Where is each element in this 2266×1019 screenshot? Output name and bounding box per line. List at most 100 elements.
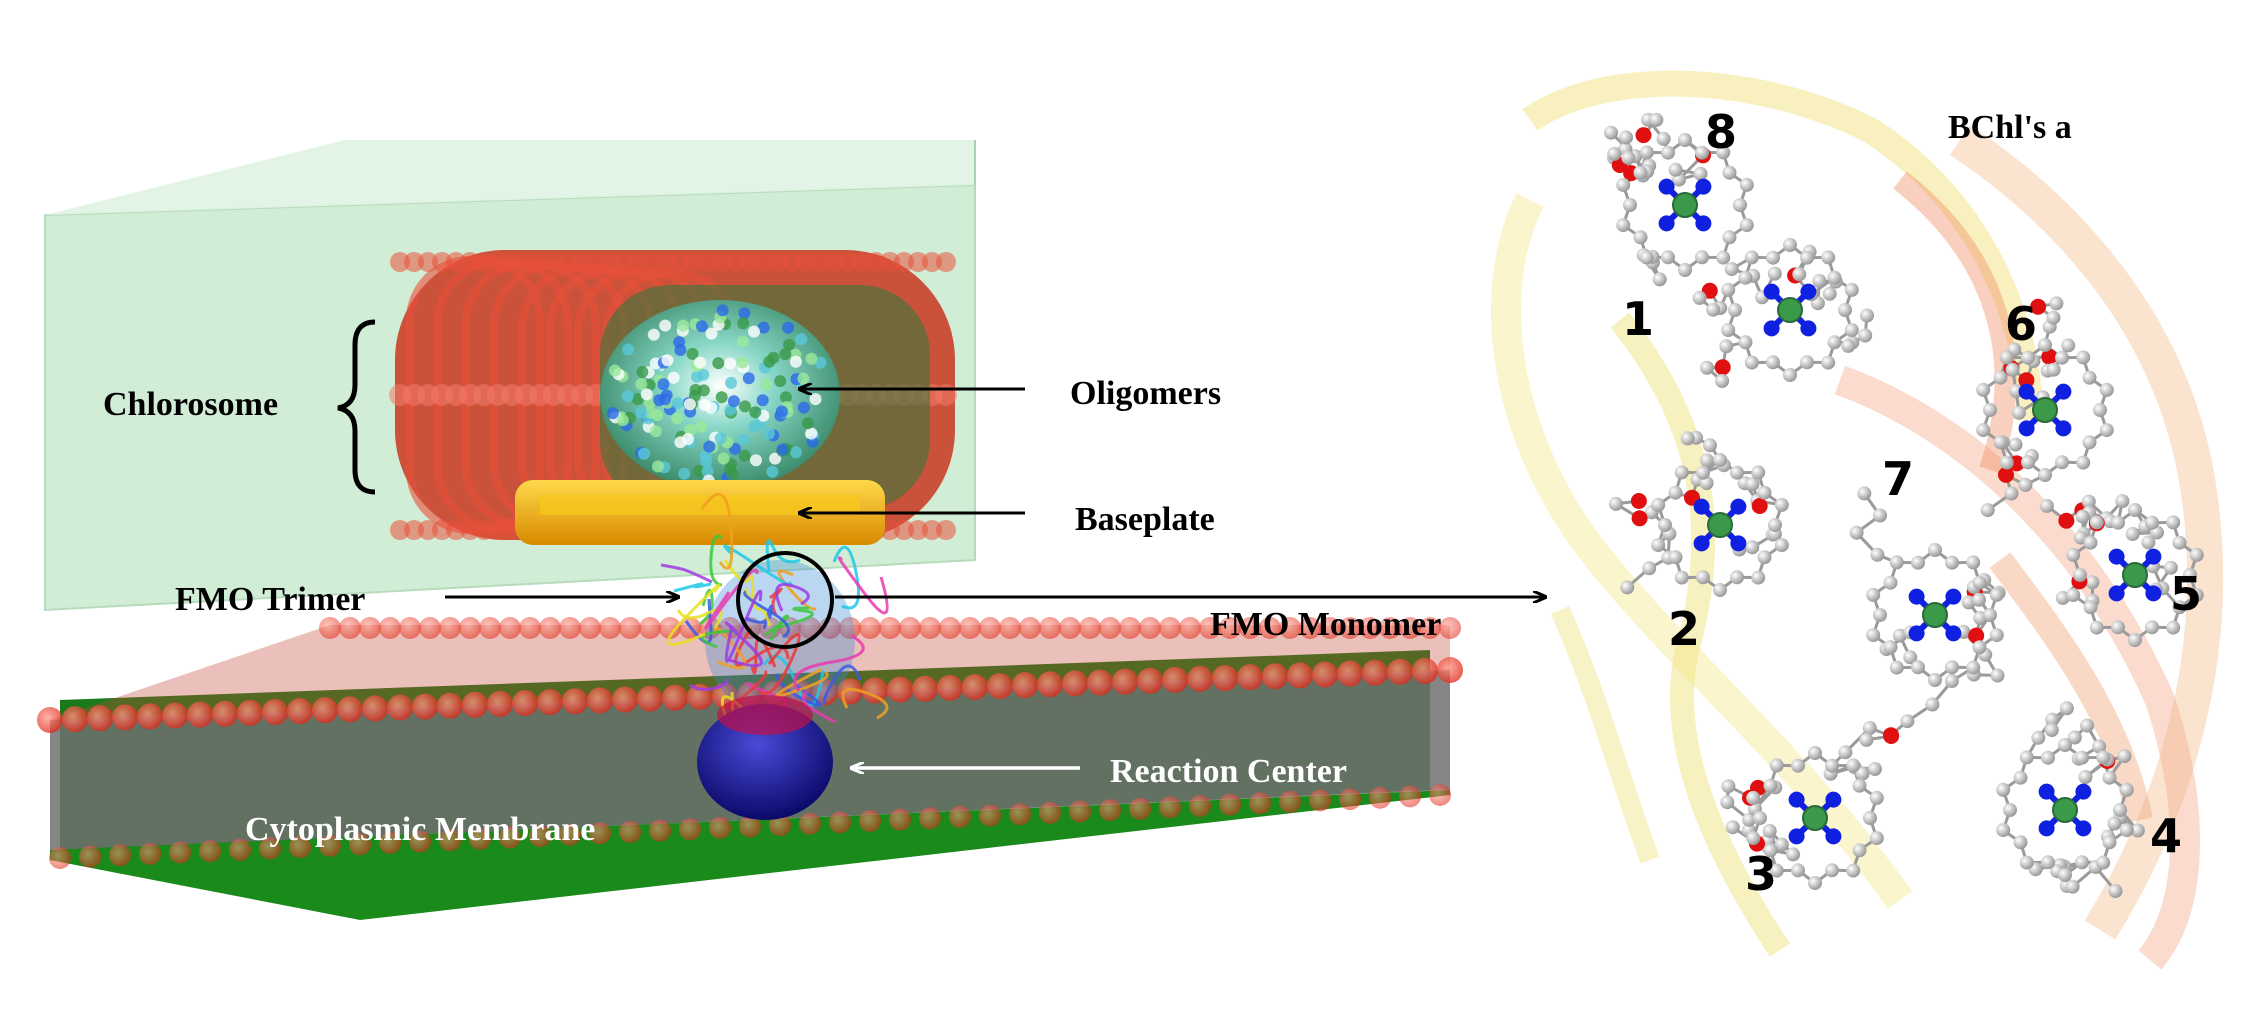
oligomer-particle xyxy=(748,325,760,338)
chlorosome-lipid xyxy=(390,252,410,272)
carbon-atom xyxy=(2067,730,2082,745)
lipid-head xyxy=(599,617,621,639)
lipid-head xyxy=(619,820,641,843)
lipid-head xyxy=(1359,617,1381,639)
carbon-atom xyxy=(1852,843,1867,858)
oligomer-particle xyxy=(616,414,629,427)
oxygen-atom xyxy=(1635,127,1652,144)
carbon-atom xyxy=(1745,540,1760,555)
oligomer-particle xyxy=(671,412,683,425)
carbon-atom xyxy=(2163,560,2178,575)
lipid-head xyxy=(487,690,513,717)
oligomer-particle xyxy=(779,391,792,404)
lipid-heads-bottom xyxy=(49,784,1451,869)
lipid-head xyxy=(469,827,491,850)
carbon-atom xyxy=(1649,112,1664,127)
lipid-head xyxy=(387,694,413,721)
lipid-head xyxy=(919,807,941,830)
nitrogen-atom xyxy=(1658,178,1675,195)
carbon-atom xyxy=(1769,758,1784,773)
lipid-head xyxy=(587,687,613,714)
oligomer-particle xyxy=(805,352,818,365)
nitrogen-atom xyxy=(1825,791,1842,808)
carbon-atom xyxy=(2083,535,2098,550)
carbon-atom xyxy=(1783,368,1797,382)
lipid-head xyxy=(1039,617,1061,639)
carbon-atom xyxy=(1745,477,1760,492)
chlorosome-lipid xyxy=(404,520,424,540)
carbon-atom xyxy=(1767,266,1782,281)
lipid-head xyxy=(1037,671,1063,698)
oligomer-particle xyxy=(766,465,779,478)
pigment-label-7: 7 xyxy=(1882,452,1914,506)
lipid-head xyxy=(439,617,461,639)
chlorosome-lipid xyxy=(600,252,620,272)
carbon-atom xyxy=(2108,884,2123,898)
oxygen-atom xyxy=(1630,493,1647,509)
carbon-atom xyxy=(1812,274,1827,288)
lipid-head xyxy=(1159,617,1181,639)
carbon-atom xyxy=(1680,431,1695,446)
carbon-atom xyxy=(1827,335,1842,350)
carbon-atom xyxy=(2003,803,2017,817)
oxygen-atom xyxy=(2030,298,2047,315)
chlorosome-lipid xyxy=(684,252,704,272)
carbon-atom xyxy=(1616,218,1631,233)
oligomer-particle xyxy=(698,399,711,411)
carbon-atom xyxy=(1866,587,1881,602)
chlorosome-lipid xyxy=(432,520,452,540)
oligomer-particle xyxy=(671,397,684,410)
carbon-atom xyxy=(1633,230,1648,245)
lipid-head xyxy=(637,685,663,712)
fmo-ribbon xyxy=(793,634,865,692)
carbon-atom xyxy=(1858,328,1873,343)
chlorosome-lipid xyxy=(628,252,648,272)
oligomer-particle xyxy=(749,406,762,419)
carbon-atom xyxy=(1695,250,1709,265)
fmo-ribbon xyxy=(724,621,763,668)
carbon-atom xyxy=(1983,608,1997,622)
carbon-atom xyxy=(1766,250,1780,265)
carbon-atom xyxy=(1607,146,1622,161)
lipid-head xyxy=(1439,617,1461,639)
carbon-atom xyxy=(2066,547,2081,562)
lipid-head xyxy=(1237,664,1263,691)
fmo-ribbon xyxy=(704,568,759,630)
oligomers-label: Oligomers xyxy=(1070,375,1221,412)
lipid-head xyxy=(1087,669,1113,696)
oligomer-particle xyxy=(738,307,751,320)
carbon-atom xyxy=(1821,355,1836,370)
carbon-atom xyxy=(1989,587,2004,602)
lipid-head xyxy=(562,688,588,715)
lipid-head xyxy=(859,810,881,833)
lipid-head xyxy=(1379,617,1401,639)
carbon-atom xyxy=(1674,570,1689,585)
carbon-atom xyxy=(1652,272,1667,287)
nitrogen-atom xyxy=(2055,420,2072,437)
carbon-atom xyxy=(2082,370,2097,385)
carbon-atom xyxy=(1983,403,1997,417)
carbon-atom xyxy=(1639,145,1654,160)
oligomer-particle xyxy=(638,447,650,460)
lipid-head xyxy=(139,842,161,865)
carbon-atom xyxy=(2076,350,2091,365)
lipid-head xyxy=(237,699,263,726)
lipid-head xyxy=(459,617,481,639)
oligomer-particle xyxy=(805,427,818,440)
lipid-head xyxy=(649,819,671,842)
lipid-head xyxy=(319,617,341,639)
carbon-atom xyxy=(1838,745,1853,760)
lipid-head xyxy=(919,617,941,639)
oxygen-atom xyxy=(1883,727,1899,744)
lipid-head xyxy=(499,617,521,639)
oligomer-particle xyxy=(621,390,634,403)
carbon-atom xyxy=(2113,803,2127,817)
lipid-head xyxy=(62,706,88,733)
oligomer-particle xyxy=(727,395,740,408)
fmo-ribbon xyxy=(724,589,763,663)
chlorosome-lipid xyxy=(474,252,494,272)
lipid-head xyxy=(912,675,938,702)
carbon-atom xyxy=(2096,750,2111,765)
oligomer-particle xyxy=(762,427,775,440)
lipid-head xyxy=(1099,617,1121,639)
